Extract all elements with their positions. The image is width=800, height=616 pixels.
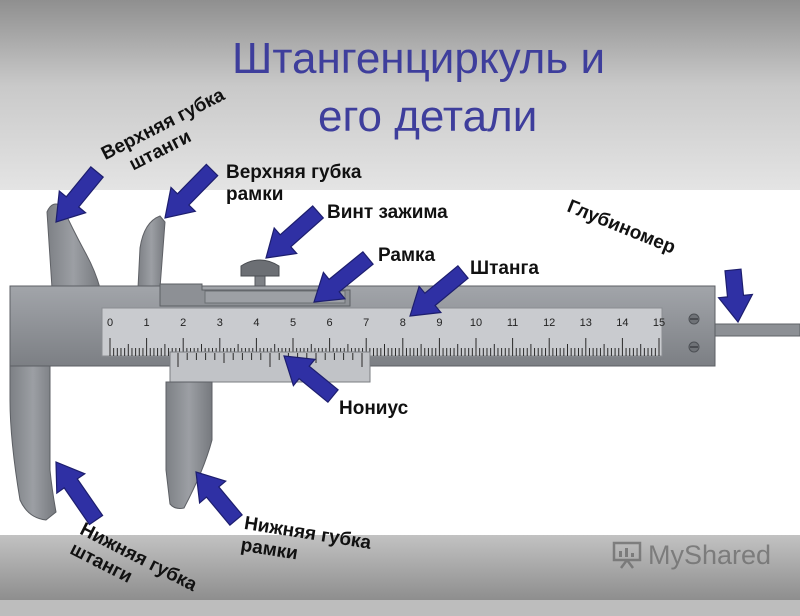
slide-title-line-1: Штангенциркуль и xyxy=(232,34,606,83)
arrow-frame xyxy=(313,250,374,303)
arrow-upper-jaw-frame xyxy=(164,163,219,219)
watermark-text: MyShared xyxy=(648,539,772,570)
pointer-arrows xyxy=(55,163,754,526)
slide-title-line-2: его детали xyxy=(318,92,538,141)
scale-number: 3 xyxy=(217,317,223,329)
scale-number: 6 xyxy=(327,317,333,329)
scale-number: 9 xyxy=(436,317,442,329)
label-beam: Штанга xyxy=(470,258,539,279)
lower-jaw-beam xyxy=(9,365,57,521)
arrow-beam xyxy=(409,264,469,317)
scale-number: 7 xyxy=(363,317,369,329)
lower-jaw-frame xyxy=(165,381,213,509)
scale-number: 1 xyxy=(144,317,150,329)
arrow-vernier xyxy=(283,355,339,404)
arrow-lower-jaw-beam xyxy=(55,461,104,526)
background-top xyxy=(0,0,800,190)
presentation-board-icon xyxy=(612,541,642,569)
scale-number: 10 xyxy=(470,317,482,329)
label-clamp-screw: Винт зажима xyxy=(327,202,448,223)
background-bottom xyxy=(0,535,800,600)
label-vernier: Нониус xyxy=(339,398,409,419)
clamp-screw-head xyxy=(240,259,280,277)
arrow-upper-jaw-beam xyxy=(55,166,105,223)
scale-number: 13 xyxy=(580,317,592,329)
arrow-lower-jaw-frame xyxy=(195,471,243,526)
scale-number: 0 xyxy=(107,317,113,329)
arrow-clamp-screw xyxy=(265,205,325,259)
upper-jaw-beam xyxy=(46,203,101,289)
scale-number: 15 xyxy=(653,317,665,329)
scale-number: 12 xyxy=(543,317,555,329)
upper-jaw-frame xyxy=(137,215,166,289)
scale-number: 8 xyxy=(400,317,406,329)
watermark: MyShared xyxy=(612,540,771,570)
frame-top-slot xyxy=(204,290,346,304)
scale-number: 2 xyxy=(180,317,186,329)
scale-number: 4 xyxy=(253,317,259,329)
label-frame: Рамка xyxy=(378,245,436,266)
scale-number: 14 xyxy=(616,317,628,329)
scale-number: 5 xyxy=(290,317,296,329)
label-upper-jaw-frame: Верхняя губка рамки xyxy=(226,162,362,205)
main-scale-strip xyxy=(101,307,663,357)
arrow-depth-gauge xyxy=(717,268,754,324)
scale-number: 11 xyxy=(507,317,518,329)
